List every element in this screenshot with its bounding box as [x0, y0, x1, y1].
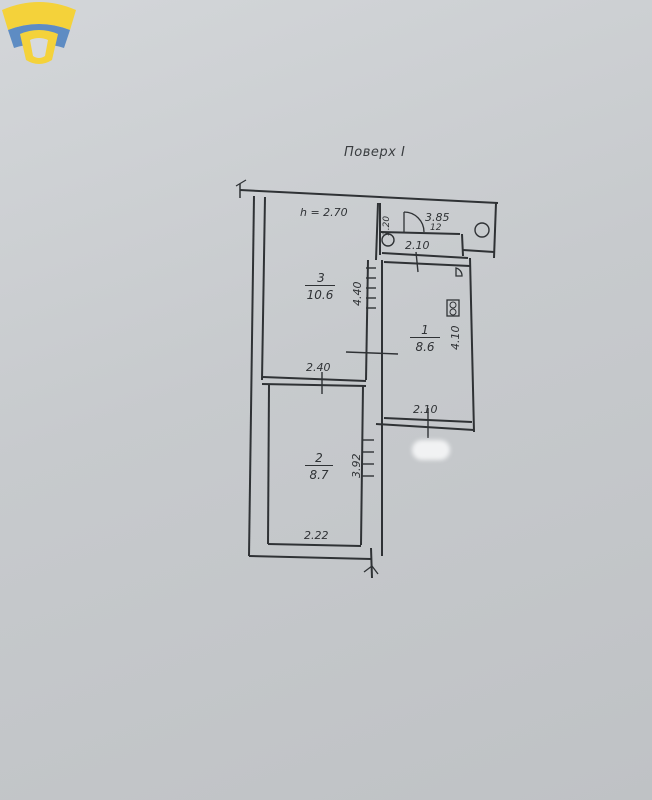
- room2-number: 2: [315, 451, 323, 465]
- smudge-mark: [412, 440, 450, 460]
- floor-title: Поверх I: [344, 145, 406, 160]
- room3-height-dim: 4.40: [351, 281, 364, 307]
- room2-area: 8.7: [309, 468, 329, 482]
- left-wall: [248, 195, 255, 557]
- logo-icon: [2, 2, 76, 64]
- corridor-width-label: 2.10: [405, 239, 430, 252]
- bath-sub-label: 12: [430, 223, 442, 233]
- room3-number: 3: [317, 271, 325, 285]
- room1-width-dim: 2.10: [413, 403, 438, 416]
- room3-width-dim: 2.40: [306, 361, 331, 374]
- room2-height-dim: 3.92: [350, 453, 363, 479]
- room3-area: 10.6: [306, 288, 334, 302]
- room1-height-dim: 4.10: [449, 325, 462, 351]
- room2-divider: [305, 465, 333, 466]
- room2-width-dim: 2.22: [304, 529, 329, 542]
- room3-divider: [305, 285, 335, 286]
- ceiling-height: h = 2.70: [300, 206, 348, 219]
- small-dim-label: 1.20: [382, 215, 392, 236]
- room1-area: 8.6: [415, 340, 435, 354]
- top-wall: [239, 189, 499, 204]
- bath-area-label: 3.85: [425, 211, 450, 224]
- room1-divider: [410, 337, 440, 338]
- room1-number: 1: [421, 323, 429, 337]
